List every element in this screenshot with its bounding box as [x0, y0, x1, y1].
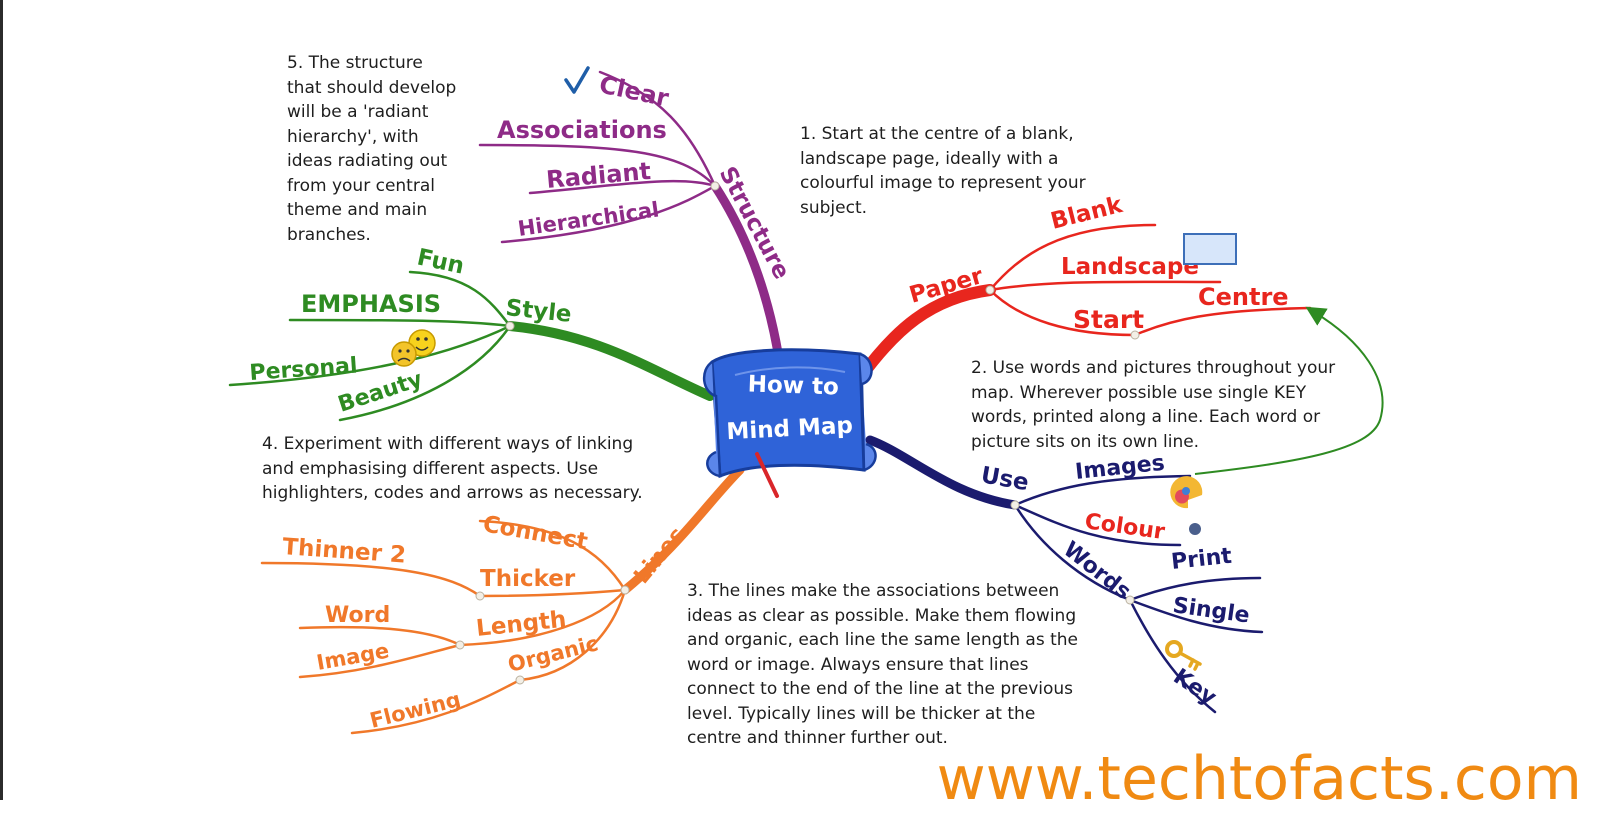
use-word-print: Print — [1170, 544, 1233, 575]
note-2-line: picture sits on its own line. — [971, 431, 1200, 452]
use-word-images: Images — [1074, 451, 1166, 485]
lines-line-thicker — [478, 588, 627, 598]
use-main-line — [865, 435, 1020, 510]
note-4-line: and emphasising different aspects. Use — [262, 458, 599, 479]
use-label: Use — [979, 462, 1031, 496]
use-line-single — [1128, 598, 1264, 634]
lines-line-organic — [518, 588, 627, 682]
structure-word-hierarchical: Hierarchical — [516, 197, 660, 241]
use-word-single: Single — [1171, 593, 1251, 629]
paper-word-centre: Centre — [1198, 283, 1289, 311]
paper-word-landscape: Landscape — [1061, 254, 1199, 280]
use-line-words — [1013, 503, 1132, 602]
branch-structure — [478, 70, 785, 370]
note-3: 3. The lines make the associations betwe… — [687, 579, 1078, 751]
structure-line-hierarchical — [500, 184, 717, 244]
style-word-personal: Personal — [249, 354, 359, 386]
structure-word-associations: Associations — [497, 116, 667, 144]
style-line-emphasis — [288, 318, 512, 328]
note-5-line: ideas radiating out — [287, 151, 448, 171]
use-word-key: Key — [1169, 664, 1221, 710]
use-word-colour: Colour — [1083, 509, 1166, 545]
note-3-line: word or image. Always ensure that lines — [687, 654, 1029, 675]
paper-line-landscape — [988, 280, 1222, 292]
note-5-line: hierarchy', with — [287, 126, 419, 147]
lines-line-flowing — [350, 678, 522, 735]
style-main-line — [505, 321, 715, 401]
note-5-line: theme and main — [287, 200, 428, 220]
note-3-line: ideas as clear as possible. Make them fl… — [687, 605, 1077, 626]
structure-main-line — [710, 181, 785, 370]
paper-line-start — [988, 288, 1137, 337]
note-4-line: 4. Experiment with different ways of lin… — [262, 434, 634, 454]
key-icon — [1165, 640, 1202, 671]
lines-main-line — [620, 465, 745, 595]
lines-word-flowing: Flowing — [367, 687, 463, 733]
lines-line-length — [458, 588, 627, 647]
structure-word-radiant: Radiant — [545, 157, 652, 194]
style-word-fun: Fun — [415, 244, 467, 279]
structure-line-associations — [478, 143, 717, 188]
note-3-line: level. Typically lines will be thicker a… — [687, 703, 1036, 724]
note-1-line: 1. Start at the centre of a blank, — [800, 124, 1074, 144]
lines-word-thicker: Thicker — [480, 566, 576, 592]
note-4-line: highlighters, codes and arrows as necess… — [262, 483, 643, 503]
note-1-line: landscape page, ideally with a — [800, 148, 1059, 169]
use-line-print — [1128, 576, 1262, 602]
lines-word-connect: Connect — [481, 511, 590, 555]
lines-word-word: Word — [325, 603, 390, 628]
watermark: www.techtofacts.com — [936, 744, 1582, 814]
note-2-line: words, printed along a line. Each word o… — [971, 407, 1321, 427]
lines-line-thinner — [260, 561, 482, 598]
lines-label: Lines — [629, 523, 690, 589]
note-1: 1. Start at the centre of a blank, lands… — [800, 122, 1086, 220]
branch-joints — [455, 181, 1140, 685]
paper-main-line — [854, 284, 996, 384]
style-word-emphasis: EMPHASIS — [301, 290, 441, 318]
note-5-line: branches. — [287, 224, 371, 245]
lines-line-word — [298, 625, 462, 647]
lines-word-length: Length — [475, 607, 568, 642]
note-5-line: that should develop — [287, 77, 457, 98]
note-5: 5. The structure that should develop wil… — [287, 51, 456, 247]
left-edge-line — [0, 0, 3, 800]
note-2-line: map. Wherever possible use single KEY — [971, 382, 1307, 403]
structure-word-clear: Clear — [597, 70, 672, 112]
branch-use — [865, 435, 1264, 714]
use-line-key — [1128, 598, 1217, 714]
use-line-colour — [1013, 503, 1182, 547]
paper-word-start: Start — [1073, 305, 1144, 334]
style-line-beauty — [338, 324, 512, 422]
link-arrow — [1194, 306, 1384, 475]
note-2-line: 2. Use words and pictures throughout you… — [971, 358, 1336, 378]
lines-line-image — [298, 643, 462, 679]
colour-palette-icon — [1170, 476, 1203, 535]
paper-line-blank — [988, 223, 1157, 292]
structure-line-clear — [598, 70, 717, 188]
scroll-icon — [703, 348, 877, 498]
structure-line-radiant — [528, 179, 717, 195]
use-line-images — [1013, 474, 1192, 507]
central-title-line1: How to — [747, 371, 839, 400]
note-5-line: 5. The structure — [287, 53, 423, 73]
note-4: 4. Experiment with different ways of lin… — [262, 432, 643, 506]
landscape-rectangle-icon — [1183, 233, 1237, 265]
check-mark-icon — [564, 66, 590, 94]
lines-line-connect — [478, 519, 627, 592]
note-3-line: centre and thinner further out. — [687, 728, 948, 748]
note-5-line: from your central — [287, 175, 435, 196]
style-line-fun — [408, 270, 512, 328]
note-3-line: 3. The lines make the associations betwe… — [687, 581, 1060, 601]
note-2: 2. Use words and pictures throughout you… — [971, 356, 1335, 454]
note-1-line: subject. — [800, 197, 868, 218]
note-3-line: connect to the end of the line at the pr… — [687, 679, 1074, 699]
note-5-line: will be a 'radiant — [287, 102, 429, 122]
note-3-line: and organic, each line the same length a… — [687, 630, 1078, 650]
paper-line-centre — [1133, 306, 1312, 337]
note-1-line: colourful image to represent your — [800, 173, 1086, 193]
sad-face-icon — [391, 341, 417, 367]
branch-paper — [854, 223, 1312, 384]
branch-lines — [260, 465, 745, 735]
